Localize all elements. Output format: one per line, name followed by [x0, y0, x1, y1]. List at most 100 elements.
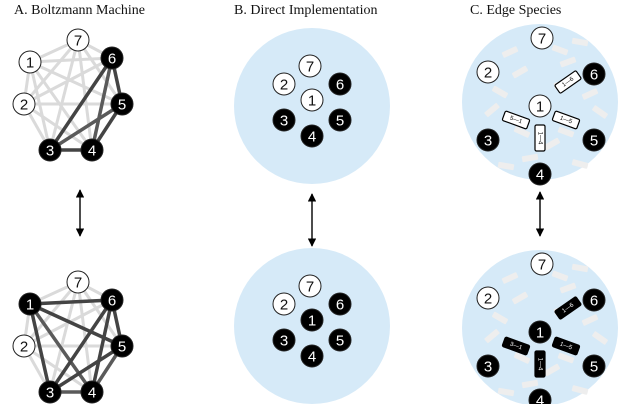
c-bottom-faint-species-14	[581, 314, 599, 326]
c-top-node-2: 2	[476, 60, 500, 84]
a-bottom-node-4-label: 4	[88, 385, 96, 402]
a-top-node-1-circle	[18, 50, 42, 74]
a-top-node-5-circle	[110, 92, 134, 116]
c-top-faint-species-10	[571, 159, 589, 169]
c-top-faint-species-8	[557, 126, 575, 138]
a-bottom-node-7-label: 7	[74, 275, 82, 292]
a-top-node-3-label: 3	[46, 143, 54, 160]
c-bottom-node-5-circle	[582, 354, 606, 378]
a-bottom-node-5-circle	[110, 334, 134, 358]
c-bottom-node-3-label: 3	[484, 359, 492, 376]
c-top-species-0-box	[501, 110, 531, 130]
c-bottom-node-4-circle	[528, 388, 552, 404]
c-top-node-7-label: 7	[538, 31, 546, 48]
c-top-species-1: 1—6	[554, 70, 582, 94]
a-bottom-node-5: 5	[110, 334, 134, 358]
c-top-species-0: 5—1	[501, 110, 531, 130]
a-top-node-1: 1	[18, 50, 42, 74]
b-bottom-node-4-circle	[300, 344, 324, 368]
c-bottom-node-2-label: 2	[484, 291, 492, 308]
a-bottom-node-3-circle	[38, 380, 62, 404]
b-bottom-node-5-label: 5	[336, 333, 344, 350]
c-top-node-6-label: 6	[590, 67, 598, 84]
a-top-node-5-label: 5	[118, 97, 126, 114]
a-bottom-node-1: 1	[18, 292, 42, 316]
c-top-node-7-circle	[530, 26, 554, 50]
c-bottom-node-7-label: 7	[538, 257, 546, 274]
c-top-species-3: 1—4	[534, 124, 546, 152]
b-bottom-node-5-circle	[328, 328, 352, 352]
a-top-node-7: 7	[66, 28, 90, 52]
c-top-faint-species-7	[513, 126, 531, 138]
b-bottom-node-3-label: 3	[280, 333, 288, 350]
c-top-node-1-label: 1	[536, 99, 544, 116]
b-bottom-node-7-circle	[298, 274, 322, 298]
c-top-node-4-label: 4	[536, 167, 544, 184]
a-top-node-5: 5	[110, 92, 134, 116]
a-bottom-node-1-circle	[18, 292, 42, 316]
c-top-faint-species-5	[491, 85, 509, 99]
c-bottom-node-6-circle	[582, 288, 606, 312]
b-top-node-4-circle	[300, 124, 324, 148]
c-bottom-species-0-label: 3—1	[509, 341, 524, 351]
b-top-node-6-label: 6	[336, 77, 344, 94]
b-top-node-2: 2	[272, 72, 296, 96]
a-top-edge-1-5	[29, 60, 123, 106]
b-top-node-3-label: 3	[280, 113, 288, 130]
c-bottom-node-3-circle	[476, 354, 500, 378]
a-top-edge-1-3	[28, 61, 52, 151]
a-top-edge-2-7	[22, 39, 80, 105]
c-bottom-node-7: 7	[530, 252, 554, 276]
a-bottom-node-5-label: 5	[118, 339, 126, 356]
b-top-node-4-label: 4	[308, 129, 316, 146]
c-bottom-faint-species-5	[491, 311, 509, 325]
c-top-faint-species-14	[581, 88, 599, 100]
b-top-node-5-label: 5	[336, 113, 344, 130]
c-bottom-faint-species-12	[484, 328, 500, 344]
c-top-node-1: 1	[528, 94, 552, 118]
panel-c-title: C. Edge Species	[470, 3, 562, 18]
c-top-species-2-label: 1—5	[559, 115, 574, 125]
c-top-faint-species-13	[543, 137, 561, 151]
a-bottom-edge-1-6	[29, 298, 113, 306]
c-bottom-species-0: 3—1	[501, 336, 531, 356]
a-top-node-6-label: 6	[108, 51, 116, 68]
c-bottom-node-2: 2	[476, 286, 500, 310]
b-top-node-7: 7	[298, 54, 322, 78]
c-bottom-species-1: 1—6	[554, 296, 582, 320]
b-bottom-node-6: 6	[328, 292, 352, 316]
c-bottom-node-7-circle	[530, 252, 554, 276]
c-bottom-faint-species-3	[559, 282, 577, 294]
c-top-node-5: 5	[582, 128, 606, 152]
b-bottom-node-1-label: 1	[308, 313, 316, 330]
c-bottom-species-3-label: 1—4	[537, 358, 543, 371]
panel-b-title: B. Direct Implementation	[234, 3, 378, 18]
b-bottom-node-7: 7	[298, 274, 322, 298]
c-top-node-1-circle	[528, 94, 552, 118]
b-top-node-1-circle	[300, 88, 324, 112]
b-bottom-node-2: 2	[272, 292, 296, 316]
c-top-faint-species-0	[501, 46, 519, 58]
c-bottom-node-6-label: 6	[590, 293, 598, 310]
a-bottom-node-3: 3	[38, 380, 62, 404]
b-top-node-5: 5	[328, 108, 352, 132]
a-top-node-4-circle	[80, 138, 104, 162]
b-top-node-1: 1	[300, 88, 324, 112]
b-bottom-node-6-label: 6	[336, 297, 344, 314]
c-bottom-faint-species-8	[557, 352, 575, 364]
c-bottom-faint-species-7	[513, 352, 531, 364]
c-top-node-5-label: 5	[590, 133, 598, 150]
b-top-node-5-circle	[328, 108, 352, 132]
a-top-node-1-label: 1	[26, 55, 34, 72]
c-bottom-species-2-box	[551, 336, 581, 356]
a-top-node-2-label: 2	[20, 97, 28, 114]
a-top-edge-5-7	[76, 39, 124, 105]
c-top-faint-species-2	[551, 44, 569, 56]
b-bottom-node-1-circle	[300, 308, 324, 332]
c-top-faint-species-9	[521, 153, 539, 163]
c-top-node-4: 4	[528, 162, 552, 186]
